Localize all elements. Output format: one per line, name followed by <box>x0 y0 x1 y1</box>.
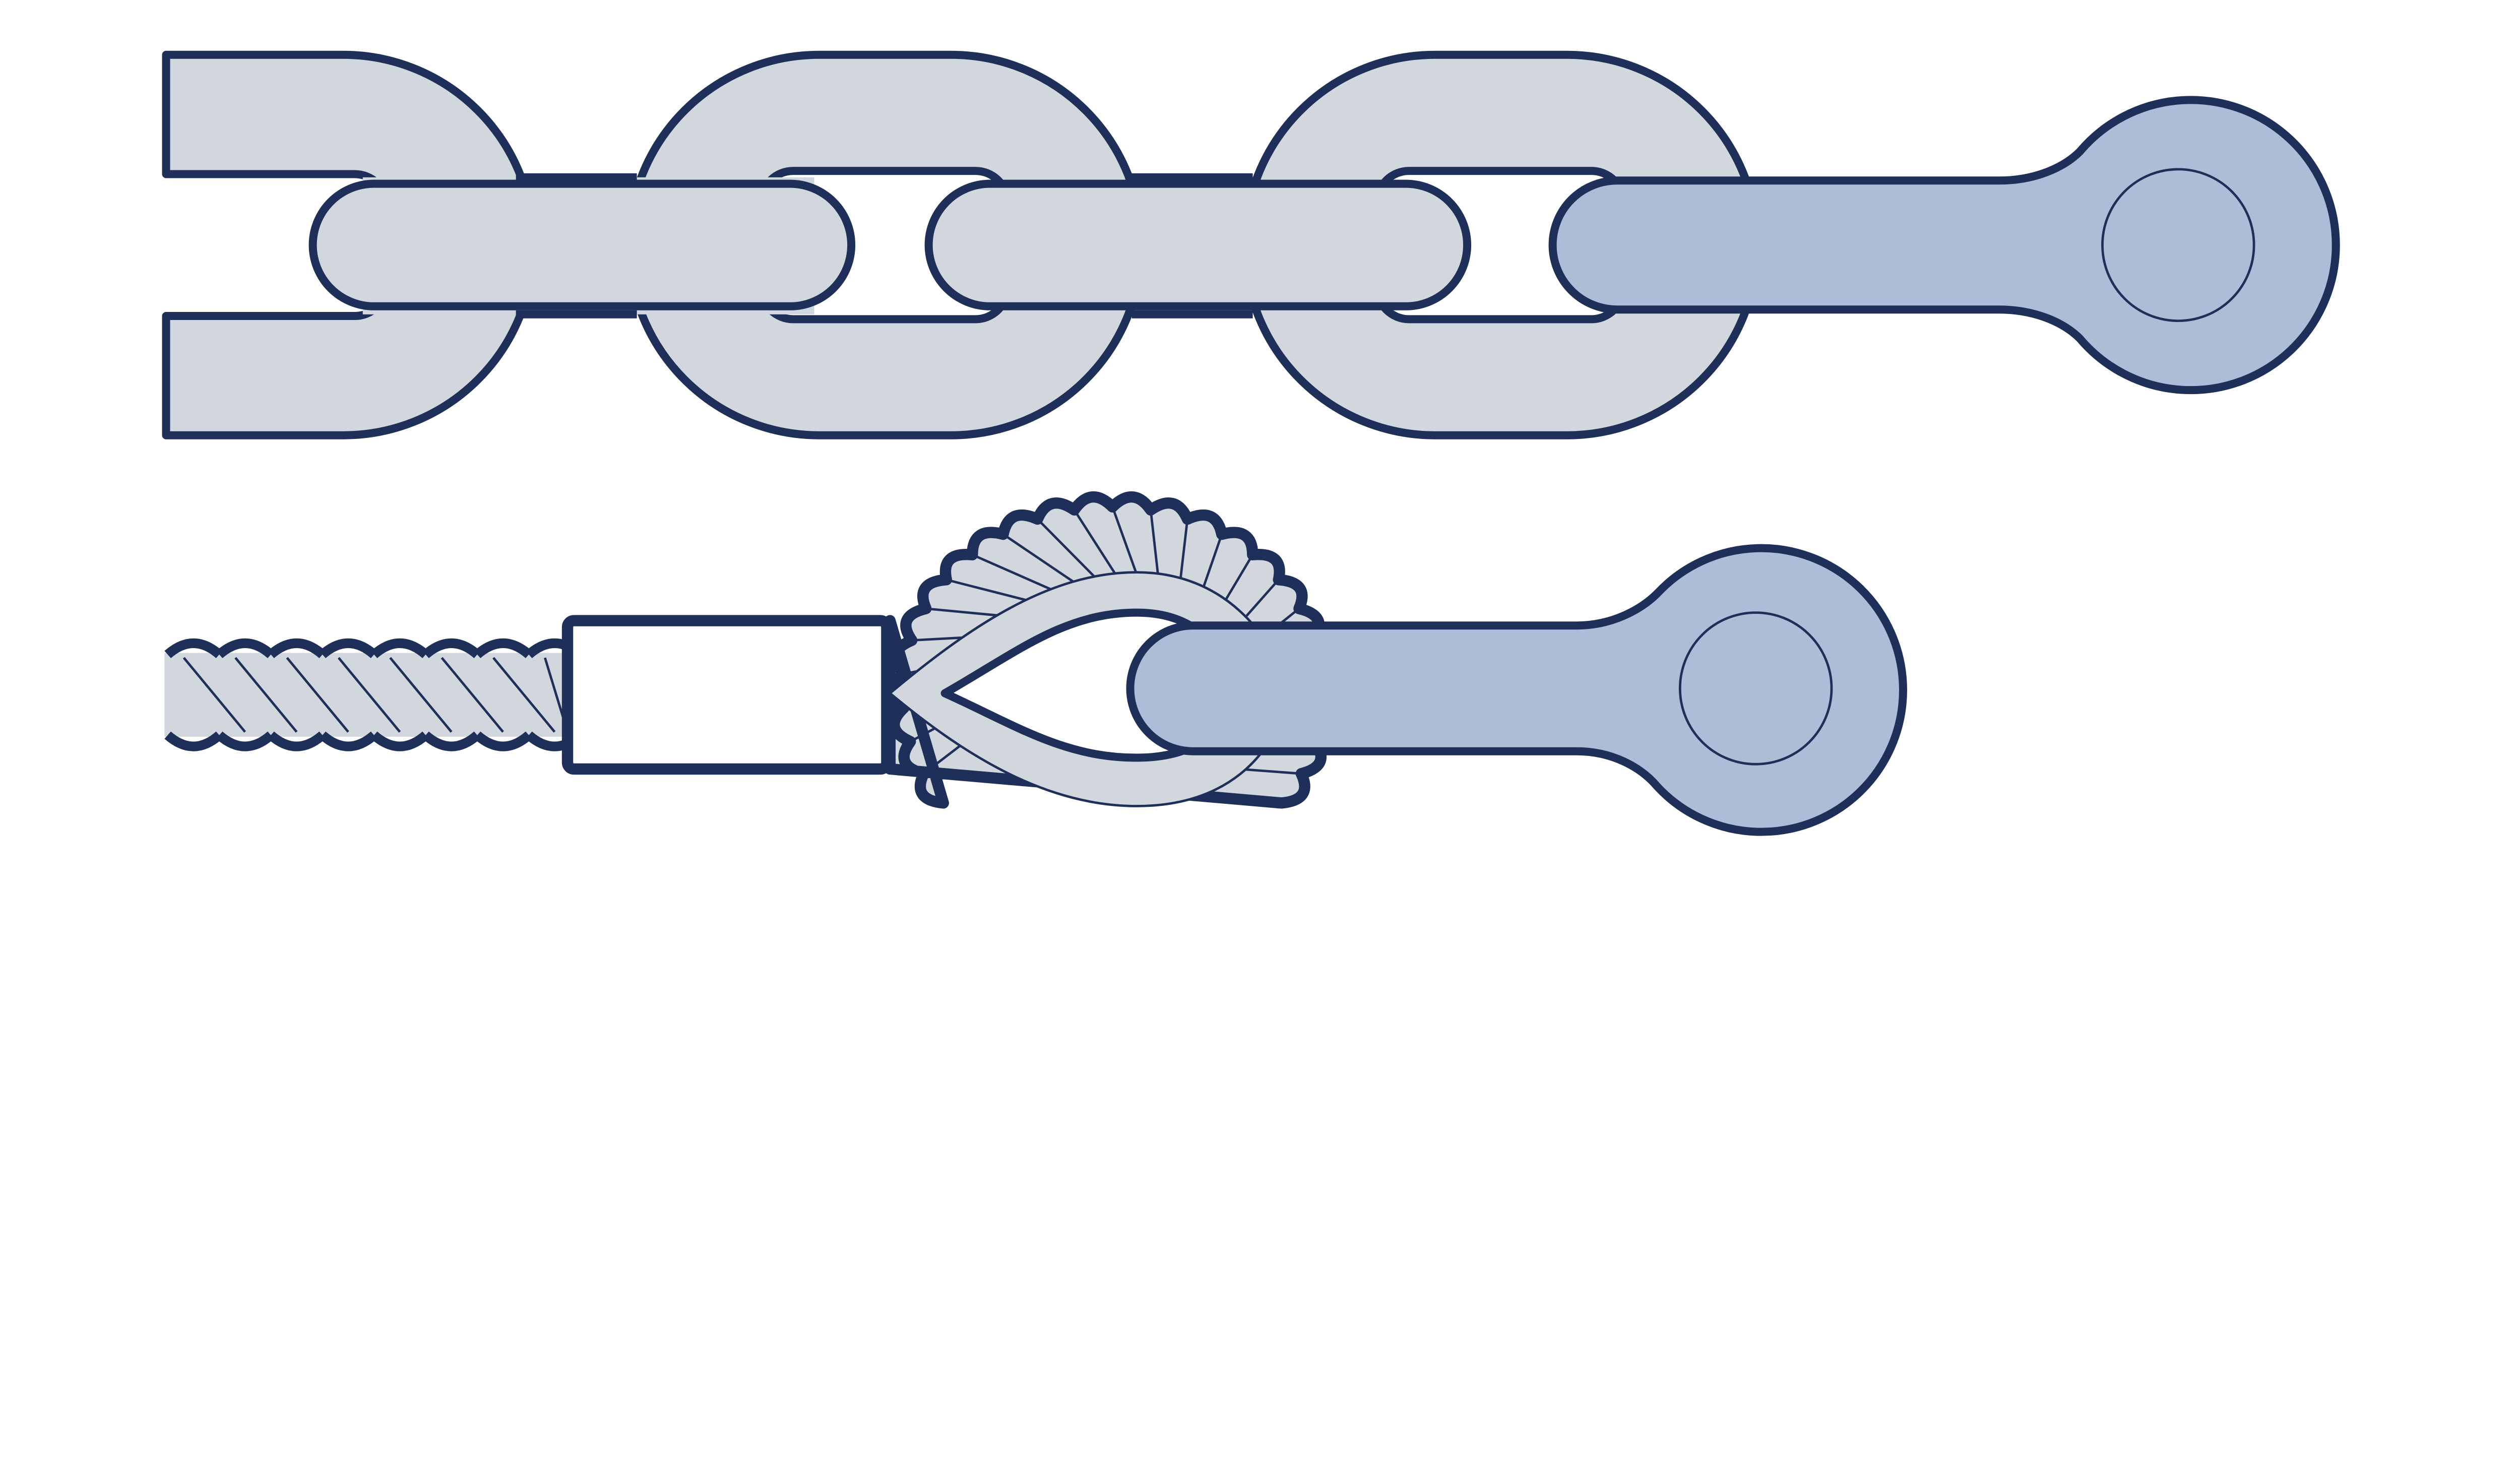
chain-assembly <box>162 50 2340 439</box>
rope-body <box>164 653 571 737</box>
rope-strand-bottom <box>474 731 532 751</box>
swivel-eye <box>1678 611 1833 766</box>
rope-strand-line <box>389 657 453 733</box>
rope-strand-bottom <box>370 731 429 751</box>
rope-strand-bottom <box>268 731 326 751</box>
rope-strand-top <box>164 638 223 659</box>
swivel-eye <box>2101 168 2255 322</box>
twisted-rope <box>164 638 584 751</box>
rope-strand-top <box>474 638 532 659</box>
rope-strand-line <box>234 657 298 733</box>
flat-link-1 <box>308 179 856 310</box>
rope-swivel <box>1126 544 1907 836</box>
rope-strand-bottom <box>164 731 223 751</box>
rope-strand-top <box>319 638 377 659</box>
rope-strand-bottom <box>422 731 481 751</box>
chain-swivel <box>1548 96 2340 395</box>
rope-strand-line <box>492 657 556 733</box>
rope-assembly <box>164 491 1907 836</box>
rope-strand-top <box>422 638 481 659</box>
rope-strand-bottom <box>319 731 377 751</box>
rope-strand-bottom <box>216 731 274 751</box>
rope-strand-line <box>440 657 504 733</box>
flat-link-2 <box>924 179 1472 310</box>
rope-strand-line <box>337 657 401 733</box>
rope-strand-top <box>268 638 326 659</box>
rope-strand-top <box>216 638 274 659</box>
chain-and-rope-swivel-diagram <box>162 50 2340 836</box>
rope-strand-top <box>370 638 429 659</box>
rope-strand-line <box>286 657 349 733</box>
ferrule <box>561 615 893 775</box>
rope-strand-line <box>182 657 246 733</box>
